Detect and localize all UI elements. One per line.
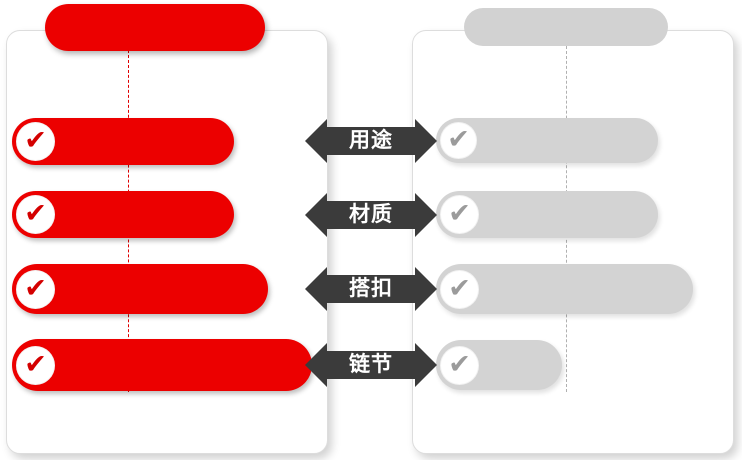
check-circle: ✔ [440,269,479,309]
compare-arrow-label: 搭扣 [349,277,393,300]
double-arrow-icon [305,267,437,311]
check-icon: ✔ [447,124,470,154]
check-circle: ✔ [440,345,479,385]
compare-arrow-material: 材质 [305,193,437,237]
right-header-pill [464,8,668,46]
compare-arrow-label: 用途 [349,129,393,152]
check-circle: ✔ [440,122,477,159]
compare-arrow-label: 材质 [349,203,393,226]
double-arrow-icon [305,119,437,163]
right-feature-bar-2: ✔ [436,191,658,238]
check-circle: ✔ [16,269,55,309]
check-icon: ✔ [448,272,471,303]
check-icon: ✔ [24,348,47,379]
check-icon: ✔ [24,198,47,228]
check-icon: ✔ [448,348,471,379]
left-feature-bar-2: ✔ [12,191,234,238]
double-arrow-icon [305,193,437,237]
compare-arrow-label: 链节 [349,353,393,376]
compare-arrow-buckle: 搭扣 [305,267,437,311]
left-feature-bar-3: ✔ [12,264,268,314]
check-icon: ✔ [448,198,471,228]
check-circle: ✔ [16,195,55,234]
left-header-pill [45,4,265,51]
check-circle: ✔ [16,345,55,385]
right-panel [412,30,734,454]
check-icon: ✔ [24,272,47,303]
check-circle: ✔ [16,122,55,161]
check-circle: ✔ [440,195,479,234]
right-feature-bar-3: ✔ [436,264,693,314]
right-feature-bar-1: ✔ [436,118,658,163]
left-feature-bar-1: ✔ [12,118,234,165]
right-feature-bar-4: ✔ [436,340,562,390]
compare-arrow-chainlink: 链节 [305,343,437,387]
double-arrow-icon [305,343,437,387]
check-icon: ✔ [24,125,47,155]
left-feature-bar-4: ✔ [12,339,312,391]
compare-arrow-usage: 用途 [305,119,437,163]
